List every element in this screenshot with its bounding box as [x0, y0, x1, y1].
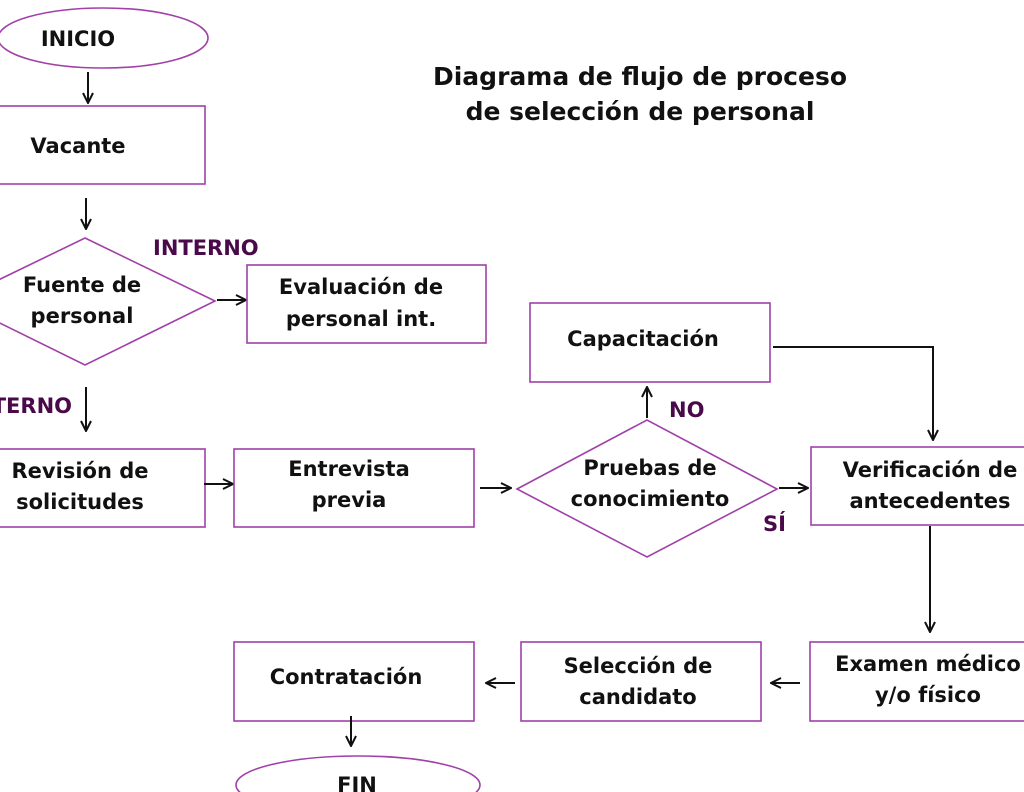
fuente-label-line2: personal [31, 304, 134, 328]
pruebas-decision-node: Pruebas de conocimiento [515, 419, 779, 558]
arrow-capacitacion-verificacion [773, 346, 933, 440]
vacante-node: Vacante [0, 105, 206, 185]
entrevista-label-line1: Entrevista [288, 457, 410, 481]
end-node: FIN [235, 755, 481, 792]
verificacion-label-line1: Verificación de [843, 458, 1018, 482]
capacitacion-node: Capacitación [529, 302, 771, 383]
start-node: INICIO [0, 7, 209, 69]
fuente-label-line1: Fuente de [23, 273, 141, 297]
examen-node: Examen médico y/o físico [809, 641, 1024, 722]
seleccion-label-line2: candidato [579, 685, 696, 709]
revision-label-line1: Revisión de [12, 459, 149, 483]
evaluacion-label-line1: Evaluación de [279, 275, 443, 299]
entrevista-label-line2: previa [312, 488, 387, 512]
pruebas-label-line1: Pruebas de [583, 456, 716, 480]
pruebas-label-line2: conocimiento [571, 487, 730, 511]
branch-externo-label: EXTERNO [0, 394, 72, 418]
vacante-label: Vacante [30, 134, 125, 158]
examen-label-line1: Examen médico [835, 652, 1021, 676]
evaluacion-label-line2: personal int. [286, 307, 436, 331]
seleccion-node: Selección de candidato [520, 641, 762, 722]
contratacion-label: Contratación [270, 665, 423, 689]
start-label: INICIO [41, 27, 115, 51]
diagram-title-line2: de selección de personal [466, 97, 815, 126]
evaluacion-node: Evaluación de personal int. [246, 264, 487, 344]
end-label: FIN [337, 773, 377, 792]
revision-label-line2: solicitudes [16, 490, 144, 514]
revision-node: Revisión de solicitudes [0, 448, 206, 528]
verificacion-label-line2: antecedentes [849, 489, 1010, 513]
fuente-decision-node: Fuente de personal [0, 237, 217, 366]
branch-interno-label: INTERNO [153, 236, 259, 260]
verificacion-node: Verificación de antecedentes [810, 446, 1024, 526]
contratacion-node: Contratación [233, 641, 475, 722]
seleccion-label-line1: Selección de [564, 654, 713, 678]
branch-no-label: NO [669, 398, 704, 422]
capacitacion-label: Capacitación [567, 327, 719, 351]
branch-si-label: SÍ [763, 511, 786, 536]
diagram-title-line1: Diagrama de flujo de proceso [433, 62, 847, 91]
examen-label-line2: y/o físico [875, 683, 981, 707]
entrevista-node: Entrevista previa [233, 448, 475, 528]
